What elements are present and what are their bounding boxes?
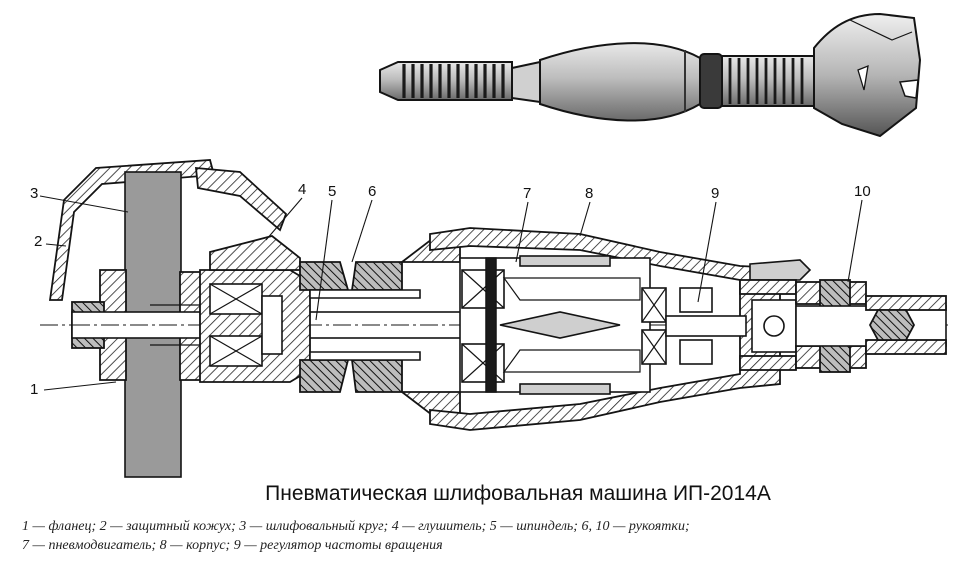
- speed-governor: [679, 287, 713, 313]
- diagram-title: Пневматическая шлифовальная машина ИП-20…: [265, 482, 771, 505]
- handle-grip: [350, 261, 403, 291]
- label-6: 6: [368, 183, 376, 200]
- legend-line-1: 1 — фланец; 2 — защитный кожух; 3 — шлиф…: [22, 519, 690, 534]
- leader-lines: [39, 195, 863, 391]
- label-1: 1: [30, 381, 38, 398]
- label-4: 4: [298, 181, 306, 198]
- legend-line-2: 7 — пневмодвигатель; 8 — корпус; 9 — рег…: [22, 538, 443, 553]
- label-3: 3: [30, 185, 38, 202]
- diagram-legend: 1 — фланец; 2 — защитный кожух; 3 — шлиф…: [22, 517, 942, 555]
- label-2: 2: [34, 233, 42, 250]
- muffler: [209, 235, 301, 271]
- grinder-exterior-view: [379, 12, 922, 138]
- label-9: 9: [711, 185, 719, 202]
- part-numbers: 3 2 1 4 5 6 7 8 9 10: [30, 181, 871, 398]
- label-5: 5: [328, 183, 336, 200]
- label-10: 10: [854, 183, 871, 200]
- label-7: 7: [523, 185, 531, 202]
- grinder-section-view: [40, 159, 948, 478]
- label-8: 8: [585, 185, 593, 202]
